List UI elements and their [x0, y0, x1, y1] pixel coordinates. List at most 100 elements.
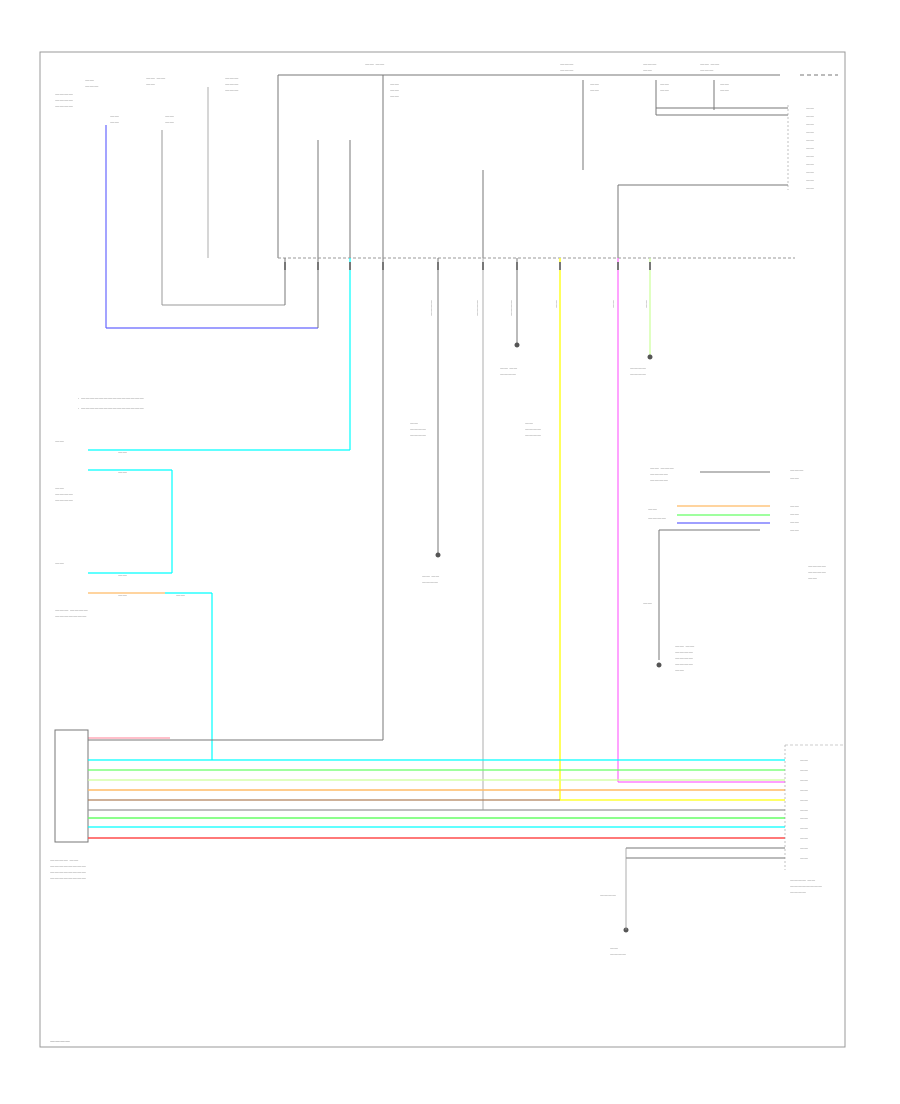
svg-text:————: ————	[509, 300, 514, 316]
diagram-frame	[39, 51, 846, 1048]
svg-text:——: ——	[800, 826, 808, 831]
svg-text:————: ————	[808, 565, 827, 570]
bus-labels: ———— ———— ———— —— —— —— —— —————— ——————…	[410, 300, 649, 585]
svg-text:—— ——: —— ——	[146, 77, 166, 82]
svg-text:——— ————: ——— ————	[55, 609, 88, 614]
page-code: ————	[50, 1039, 70, 1045]
svg-text:——: ——	[800, 778, 808, 783]
svg-text:——: ——	[525, 421, 533, 426]
svg-text:——: ——	[660, 83, 670, 88]
svg-text:——: ——	[643, 69, 653, 74]
top-right-connector: ———— ———— ———— ———— ———— ——	[787, 105, 814, 191]
svg-text:——: ——	[165, 121, 175, 126]
svg-text:————————: ————————	[50, 865, 87, 870]
svg-text:——: ——	[118, 451, 128, 456]
svg-text:————: ————	[648, 517, 667, 522]
svg-text:——: ——	[85, 79, 95, 84]
svg-text:——: ——	[590, 83, 600, 88]
svg-text:——: ——	[806, 146, 814, 151]
svg-text:————: ————	[422, 580, 438, 585]
svg-text:————: ————	[675, 657, 694, 662]
svg-text:——: ——	[720, 89, 730, 94]
svg-text:——: ——	[675, 669, 685, 674]
harness-lines	[88, 759, 785, 930]
legend: · —————————————— · ——————————————	[78, 397, 144, 412]
svg-text:——: ——	[800, 768, 808, 773]
svg-text:————: ————	[600, 893, 616, 898]
svg-text:——: ——	[165, 115, 175, 120]
svg-text:——: ——	[55, 440, 65, 445]
svg-text:——: ——	[118, 594, 128, 599]
svg-text:——: ——	[644, 300, 649, 308]
svg-text:—— ———: —— ———	[650, 467, 674, 472]
svg-text:——: ——	[390, 83, 400, 88]
svg-text:————: ————	[410, 433, 426, 438]
svg-text:——: ——	[806, 122, 814, 127]
svg-text:————: ————	[790, 890, 806, 895]
svg-text:——: ——	[611, 300, 616, 308]
svg-text:————: ————	[525, 427, 541, 432]
svg-text:——: ——	[643, 602, 653, 607]
svg-text:——: ——	[806, 106, 814, 111]
svg-text:——: ——	[590, 89, 600, 94]
svg-text:———: ———	[790, 469, 804, 474]
left-module-box	[54, 729, 89, 843]
svg-text:——: ——	[390, 89, 400, 94]
svg-text:——: ——	[806, 138, 814, 143]
svg-text:————: ————	[675, 663, 694, 668]
svg-text:——: ——	[554, 300, 559, 308]
svg-text:—— ——: —— ——	[500, 366, 517, 371]
svg-text:——: ——	[800, 798, 808, 803]
svg-text:——: ——	[800, 816, 808, 821]
svg-text:——: ——	[800, 846, 808, 851]
svg-text:——: ——	[390, 95, 400, 100]
svg-text:————————: ————————	[50, 877, 87, 882]
bus-pins	[284, 262, 651, 270]
svg-text:——: ——	[790, 505, 800, 510]
svg-text:————: ————	[55, 93, 74, 98]
svg-text:——: ——	[806, 130, 814, 135]
svg-text:————: ————	[630, 366, 646, 371]
svg-text:————: ————	[475, 300, 480, 316]
svg-text:————————: ————————	[50, 871, 87, 876]
svg-text:——: ——	[806, 162, 814, 167]
svg-text:——: ——	[806, 170, 814, 175]
svg-text:————: ————	[650, 479, 669, 484]
svg-text:————————: ————————	[790, 884, 822, 889]
svg-text:———: ———	[225, 89, 239, 94]
svg-text:————: ————	[525, 433, 541, 438]
svg-text:—— ——: —— ——	[675, 645, 695, 650]
svg-text:———: ———	[643, 63, 657, 68]
svg-text:——: ——	[800, 788, 808, 793]
left-module-label: ———— —————————— ————————————————	[50, 859, 87, 882]
svg-text:———: ———	[560, 63, 574, 68]
svg-text:———: ———	[700, 69, 714, 74]
svg-text:———— ——: ———— ——	[50, 859, 79, 864]
svg-text:——: ——	[110, 121, 120, 126]
svg-text:———: ———	[85, 85, 99, 90]
svg-text:——: ——	[720, 83, 730, 88]
left-sensors: ———————— ———— ————— ———— ——————— ———— ——…	[55, 440, 186, 620]
svg-text:————: ————	[675, 651, 694, 656]
svg-text:——: ——	[800, 808, 808, 813]
svg-text:————: ————	[429, 300, 434, 316]
ground-symbols	[435, 342, 662, 933]
svg-text:——: ——	[410, 421, 418, 426]
svg-text:————: ————	[500, 372, 516, 377]
svg-text:——: ——	[800, 836, 808, 841]
svg-text:——: ——	[790, 529, 800, 534]
svg-text:————: ————	[55, 99, 74, 104]
svg-text:——: ——	[118, 574, 128, 579]
svg-text:————: ————	[650, 473, 669, 478]
svg-text:——: ——	[146, 83, 156, 88]
svg-text:——: ——	[610, 946, 618, 951]
svg-text:————: ————	[808, 571, 827, 576]
svg-text:——: ——	[55, 562, 65, 567]
legend-line-2: · ——————————————	[78, 407, 144, 412]
svg-text:————: ————	[55, 499, 74, 504]
svg-text:————: ————	[55, 105, 74, 110]
svg-text:——: ——	[800, 758, 808, 763]
svg-text:——: ——	[806, 154, 814, 159]
